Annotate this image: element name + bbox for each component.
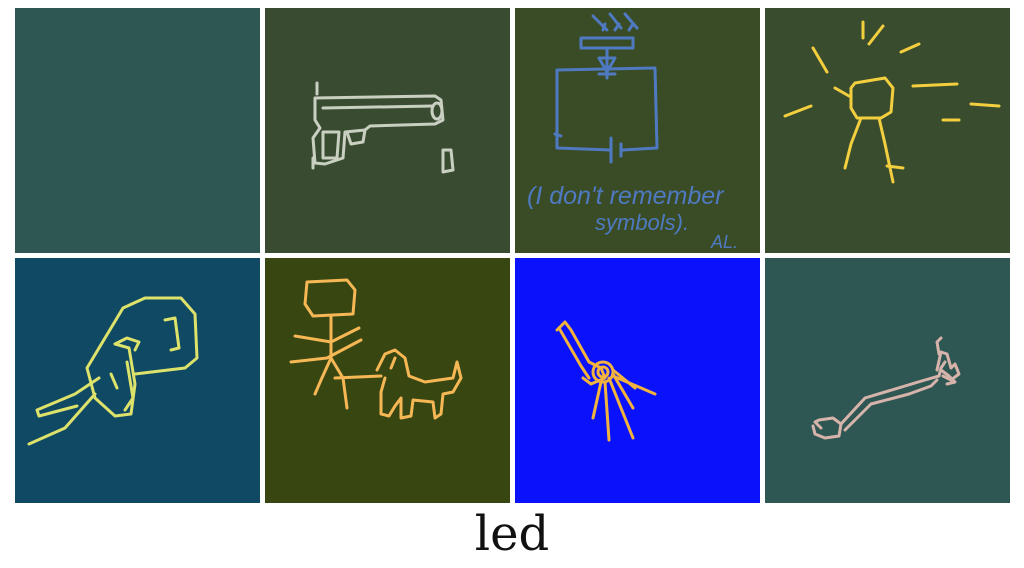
drawing-tile-flashlight[interactable] bbox=[15, 258, 260, 503]
handwritten-initials: AL. bbox=[710, 232, 738, 252]
sun-figure-doodle bbox=[783, 20, 1001, 184]
doodle-grid: (I don't remember symbols). AL. bbox=[15, 8, 1010, 503]
person-and-dog-doodle bbox=[289, 278, 463, 420]
drawing-tile-empty[interactable] bbox=[15, 8, 260, 253]
drawing-tile-person-and-dog[interactable] bbox=[265, 258, 510, 503]
drawing-tile-circuit[interactable]: (I don't remember symbols). AL. bbox=[515, 8, 760, 253]
light-beam-doodle bbox=[555, 320, 657, 442]
arm-reaching-doodle bbox=[811, 336, 961, 440]
handwritten-note-line-1: (I don't remember bbox=[527, 182, 725, 210]
drawing-tile-pistol[interactable] bbox=[265, 8, 510, 253]
circuit-doodle: (I don't remember symbols). AL. bbox=[527, 12, 738, 252]
category-label: led bbox=[474, 506, 550, 562]
drawing-tile-light-beam[interactable] bbox=[515, 258, 760, 503]
pistol-doodle bbox=[311, 81, 455, 174]
flashlight-doodle bbox=[27, 296, 199, 446]
drawing-tile-sun-figure[interactable] bbox=[765, 8, 1010, 253]
handwritten-note-line-2: symbols). bbox=[595, 210, 689, 235]
drawing-tile-arm-reaching[interactable] bbox=[765, 258, 1010, 503]
